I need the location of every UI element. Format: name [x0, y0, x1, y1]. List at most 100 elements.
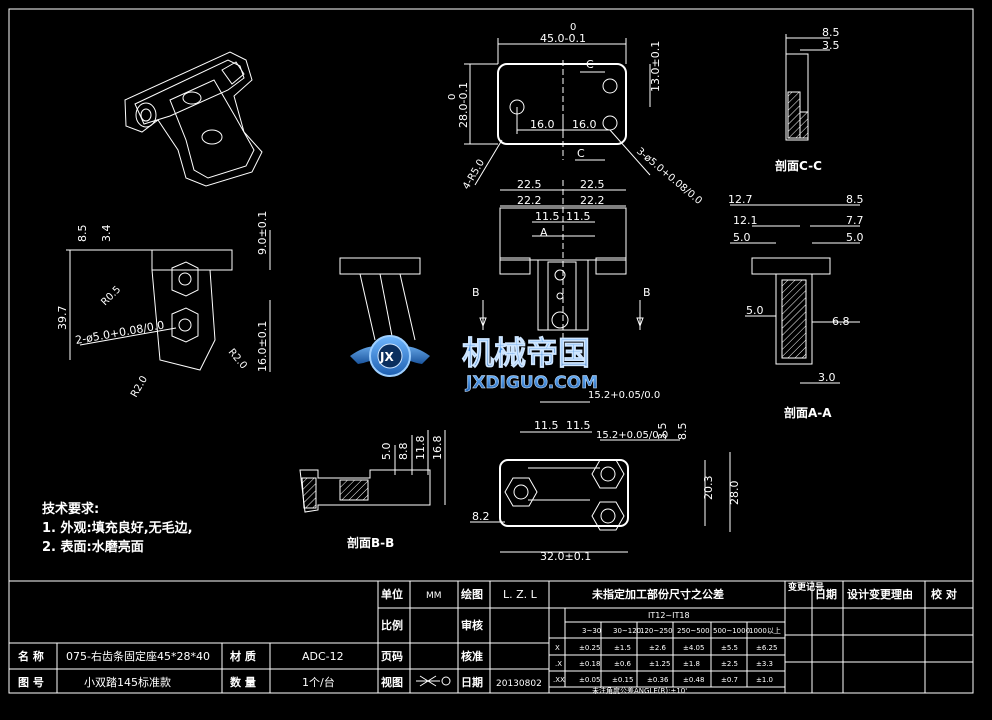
bottom-dim-11-5b: 11.5 [566, 419, 591, 432]
cc-dim-3-5: 3.5 [822, 39, 840, 52]
drawing-border [8, 8, 974, 694]
left-dim-9: 9.0±0.1 [256, 211, 269, 255]
section-a-label: A [540, 226, 548, 239]
section-c-label-bottom: C [577, 147, 585, 160]
page-label: 页码 [381, 650, 403, 663]
front-view [479, 180, 644, 403]
drawn-label: 绘图 [461, 587, 483, 601]
qty-label: 数 量 [230, 675, 256, 689]
bottom-dim-28: 28.0 [728, 481, 741, 506]
scale-label: 比例 [381, 618, 403, 632]
range-4: 250~500 [677, 627, 710, 635]
row-x-6: ±6.25 [756, 644, 777, 652]
unit-label: 单位 [381, 587, 403, 601]
section-b-left: B [472, 286, 480, 299]
notes-heading: 技术要求: [42, 502, 100, 517]
aa-dim-5a: 5.0 [733, 231, 751, 244]
top-dim-0: 0 [570, 22, 576, 33]
watermark-title: 机械帝国 [462, 334, 590, 372]
row-dxx-4: ±0.48 [683, 676, 704, 684]
aa-dim-7-7: 7.7 [846, 214, 864, 227]
aa-dim-3: 3.0 [818, 371, 836, 384]
left-dim-3-4: 3.4 [100, 225, 113, 243]
left-view [66, 230, 271, 372]
check-label: 校 对 [931, 587, 957, 601]
bottom-dim-20-3: 20.3 [702, 476, 715, 501]
tolerance-grade: IT12~IT18 [648, 611, 690, 620]
top-dim-13: 13.0±0.1 [649, 41, 662, 92]
bottom-dim-15-2: 15.2+0.05/0.0 [596, 430, 668, 441]
watermark-url: JXDIGUO.COM [465, 373, 598, 393]
row-dxx-1: ±0.05 [579, 676, 600, 684]
tolerance-title: 未指定加工部份尺寸之公差 [591, 587, 724, 601]
section-cc-label: 剖面C-C [775, 158, 822, 173]
bb-dim-5: 5.0 [380, 443, 393, 461]
row-dx-label: .X [555, 660, 562, 668]
row-x-1: ±0.25 [579, 644, 600, 652]
section-aa-view [730, 204, 860, 384]
front-dim-11-5b: 11.5 [566, 210, 591, 223]
range-3: 120~250 [640, 627, 673, 635]
front-dim-15-2: 15.2+0.05/0.0 [588, 390, 660, 401]
top-dim-radius: 4-R5.0 [461, 158, 487, 192]
row-dx-5: ±2.5 [721, 660, 738, 668]
aa-dim-6-8: 6.8 [832, 315, 850, 328]
front-dim-22-2b: 22.2 [580, 194, 605, 207]
row-x-4: ±4.05 [683, 644, 704, 652]
bottom-dim-8-5: 8.5 [676, 423, 689, 441]
title-block [9, 580, 973, 693]
qty-value: 1个/台 [302, 675, 335, 689]
top-dim-holes: 3-ø5.0+0.08/0.0 [634, 146, 704, 207]
view-label: 视图 [381, 675, 403, 689]
top-dim-16b: 16.0 [572, 118, 597, 131]
row-x-3: ±2.6 [649, 644, 667, 652]
watermark-logo: JX 机械帝国 JXDIGUO.COM [350, 334, 598, 393]
row-dx-1: ±0.18 [579, 660, 600, 668]
bottom-dim-3-5: 3.5 [656, 423, 669, 441]
left-dim-39-7: 39.7 [56, 306, 69, 331]
cc-dim-8-5: 8.5 [822, 26, 840, 39]
bottom-dim-11-5a: 11.5 [534, 419, 559, 432]
left-dim-r0-5: R0.5 [99, 284, 123, 308]
aa-dim-12-7: 12.7 [728, 193, 753, 206]
aa-dim-5b: 5.0 [846, 231, 864, 244]
name-label: 名 称 [18, 649, 44, 663]
section-bb-view [299, 430, 446, 513]
front-dim-22-5b: 22.5 [580, 178, 605, 191]
row-dx-2: ±0.6 [614, 660, 632, 668]
row-x-2: ±1.5 [614, 644, 631, 652]
material-value: ADC-12 [302, 650, 344, 663]
row-dxx-2: ±0.15 [612, 676, 633, 684]
bb-dim-11-8: 11.8 [414, 436, 427, 461]
row-dxx-label: .XX [553, 676, 565, 684]
bb-dim-8-8: 8.8 [397, 443, 410, 461]
left-dim-r2-a: R2.0 [226, 347, 249, 372]
bottom-view [470, 431, 731, 553]
section-bb-label: 剖面B-B [347, 535, 394, 550]
range-2: 30~120 [613, 627, 641, 635]
row-x-5: ±5.5 [721, 644, 738, 652]
row-dxx-6: ±1.0 [756, 676, 773, 684]
aa-dim-12-1: 12.1 [733, 214, 758, 227]
rev-date-label: 日期 [815, 587, 837, 601]
title-block-text: 名 称 075-右齿条固定座45*28*40 材 质 ADC-12 图 号 小双… [18, 581, 957, 695]
date-label: 日期 [461, 675, 483, 689]
range-5: 500~1000 [713, 627, 750, 635]
top-dim-0b: 0 [447, 94, 458, 100]
left-dim-8-5: 8.5 [76, 225, 89, 243]
aa-dim-8-5: 8.5 [846, 193, 864, 206]
drawing-no-label: 图 号 [18, 676, 44, 689]
unit-value: MM [426, 591, 442, 601]
notes-item-2: 2. 表面:水磨亮面 [42, 540, 144, 555]
top-dim-height: 28.0-0.1 [457, 82, 470, 128]
left-dim-16: 16.0±0.1 [256, 321, 269, 372]
row-dx-4: ±1.8 [683, 660, 700, 668]
left-dim-holes: 2-ø5.0+0.08/0.0 [74, 319, 165, 347]
front-dim-11-5a: 11.5 [535, 210, 560, 223]
left-dim-r2-b: R2.0 [129, 374, 150, 399]
range-6: 1000以上 [749, 626, 781, 635]
side-view [339, 257, 421, 341]
approve-label: 核准 [461, 649, 483, 663]
notes-item-1: 1. 外观:填充良好,无毛边, [42, 521, 193, 536]
aa-dim-5c: 5.0 [746, 304, 764, 317]
